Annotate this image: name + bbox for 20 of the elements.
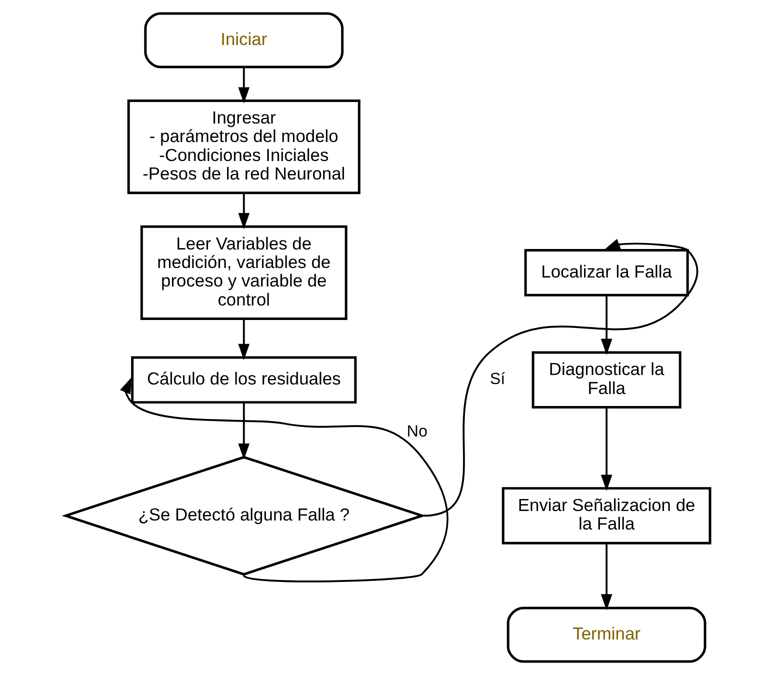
node-box: Ingresar - parámetros del modelo -Condiciones Iniciales -Pesos de la red Neuronal (127, 99, 360, 194)
arrow (600, 407, 612, 492)
edge-label: No (406, 422, 428, 440)
node-box: Cálculo de los residuales (131, 356, 357, 404)
node-box: Leer Variables de medición, variables de proceso y variable de control (140, 225, 348, 320)
node-box: Iniciar (144, 12, 344, 68)
node-box: Terminar (506, 606, 706, 663)
node-box: Localizar la Falla (524, 249, 689, 296)
arrow (238, 192, 250, 230)
arrow (423, 238, 698, 517)
arrow (120, 377, 448, 582)
node-box: Diagnosticar la Falla (532, 351, 682, 409)
node-box: Enviar Señalizacion de la Falla (502, 487, 712, 544)
edge-label: Sí (490, 370, 506, 388)
arrow (600, 296, 612, 355)
node-diamond: ¿Se Detectó alguna Falla ? (62, 456, 426, 576)
arrow (600, 543, 612, 610)
arrow (238, 67, 250, 104)
arrow (238, 318, 250, 360)
arrow (238, 402, 250, 460)
